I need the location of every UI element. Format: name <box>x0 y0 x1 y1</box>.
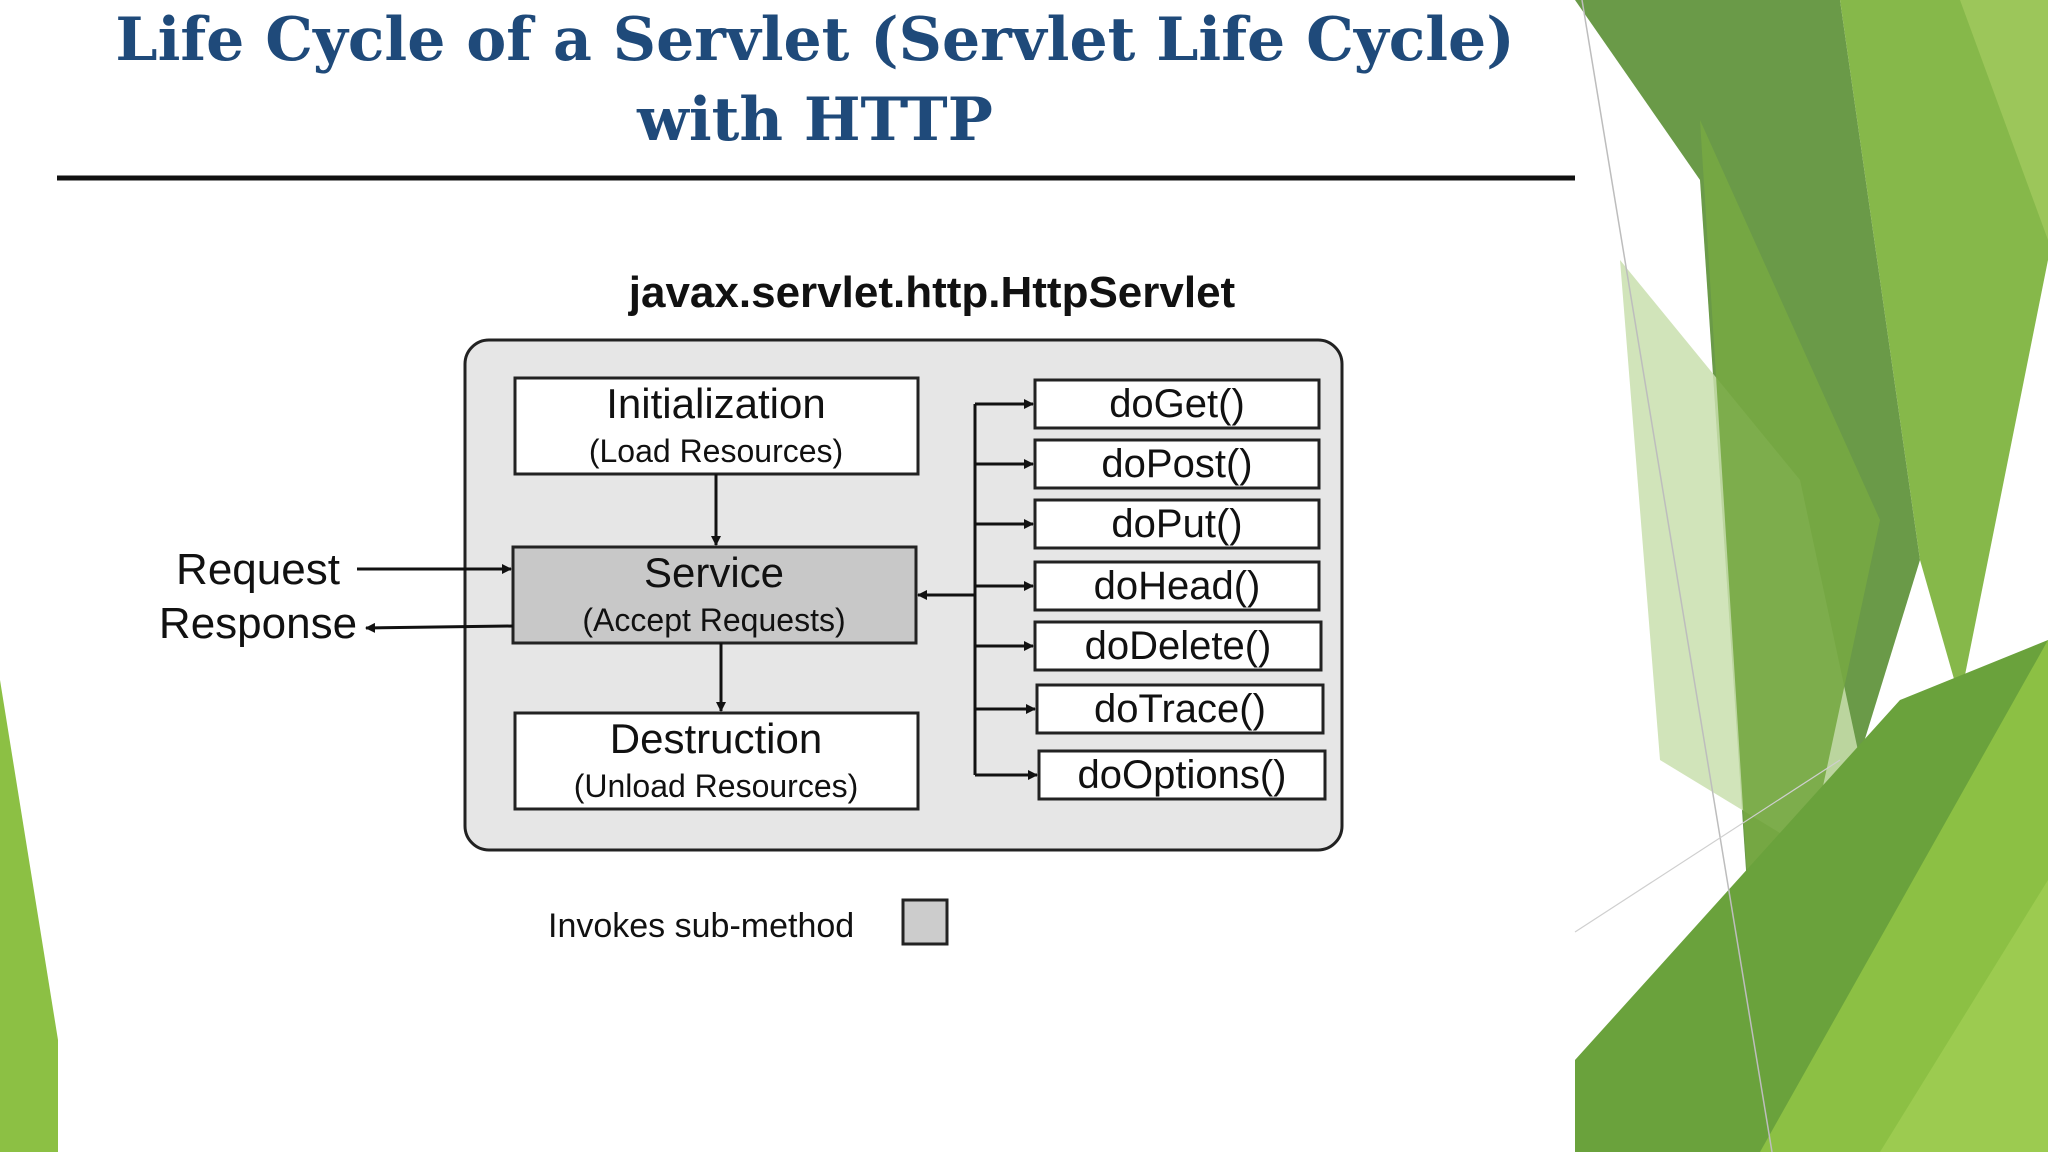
servlet-diagram: javax.servlet.http.HttpServlet Initializ… <box>159 268 1344 946</box>
method-label: doHead() <box>1094 564 1261 608</box>
legend-swatch <box>901 898 949 946</box>
right-decoration <box>1574 0 2048 1152</box>
service-label: Service <box>644 549 784 596</box>
method-dohead: doHead() <box>975 560 1321 612</box>
destruction-box <box>513 711 920 811</box>
method-label: doOptions() <box>1078 753 1287 797</box>
method-dodelete: doDelete() <box>975 620 1323 672</box>
service-box <box>511 545 918 645</box>
destruction-label: Destruction <box>610 715 822 762</box>
method-dotrace: doTrace() <box>975 683 1325 735</box>
left-decoration <box>0 680 58 1152</box>
method-doget: doGet() <box>975 378 1321 430</box>
initialization-sub: (Load Resources) <box>589 433 843 469</box>
initialization-box <box>513 376 920 476</box>
method-label: doPut() <box>1111 502 1242 546</box>
request-label: Request <box>176 545 340 594</box>
destruction-sub: (Unload Resources) <box>574 768 859 804</box>
slide-title-line1: Life Cycle of a Servlet (Servlet Life Cy… <box>115 5 1514 75</box>
class-name-label: javax.servlet.http.HttpServlet <box>628 268 1236 317</box>
service-sub: (Accept Requests) <box>582 602 845 638</box>
slide-title-line2: with HTTP <box>636 85 993 155</box>
method-label: doGet() <box>1109 382 1245 426</box>
initialization-label: Initialization <box>606 380 825 427</box>
method-dooptions: doOptions() <box>975 749 1327 801</box>
method-doput: doPut() <box>975 498 1321 550</box>
response-arrow <box>365 622 514 633</box>
method-label: doDelete() <box>1085 624 1272 668</box>
legend-label: Invokes sub-method <box>548 907 854 945</box>
method-dopost: doPost() <box>975 438 1321 490</box>
method-label: doPost() <box>1101 442 1252 486</box>
response-label: Response <box>159 599 357 648</box>
method-label: doTrace() <box>1094 687 1266 731</box>
